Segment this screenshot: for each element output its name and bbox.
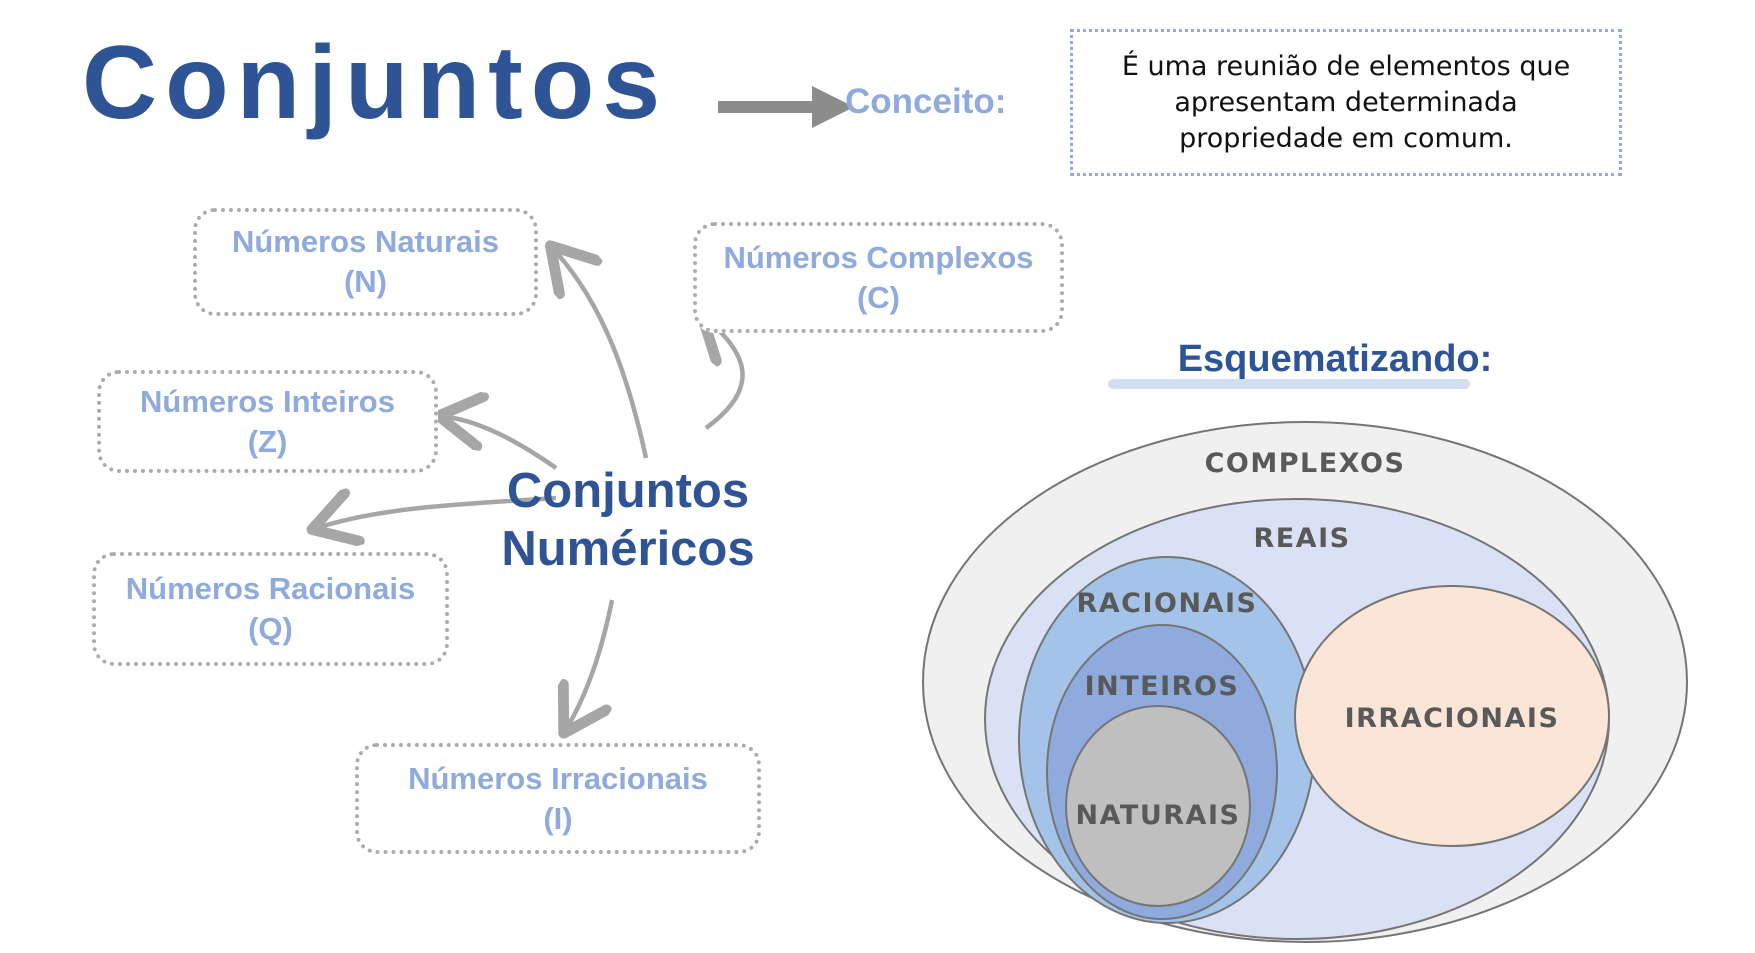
concept-line: apresentam determinada <box>1174 86 1518 118</box>
node-irracionais-label: Números Irracionais <box>408 760 708 796</box>
node-naturais: Números Naturais (N) <box>193 208 538 316</box>
node-racionais-label: Números Racionais <box>125 571 416 606</box>
set-label-inteiros: INTEIROS <box>1085 671 1240 702</box>
arrow-to-inteiros <box>447 417 558 470</box>
central-node-line1: Conjuntos <box>506 464 750 518</box>
node-racionais: Números Racionais (Q) <box>92 552 449 666</box>
node-inteiros-label: Números Inteiros <box>140 383 395 419</box>
node-irracionais: Números Irracionais (I) <box>355 743 761 854</box>
arrow-to-irracionais <box>568 599 615 726</box>
node-complexos-symbol: (C) <box>856 279 901 315</box>
title-arrow-icon <box>718 86 854 128</box>
page-title: Conjuntos <box>82 25 669 141</box>
schema-heading: Esquematizando: <box>1177 338 1493 380</box>
set-label-naturais: NATURAIS <box>1076 800 1241 831</box>
arrow-to-racionais <box>320 498 557 527</box>
node-naturais-label: Números Naturais <box>231 224 500 259</box>
node-racionais-symbol: (Q) <box>248 611 293 646</box>
central-node: Conjuntos Numéricos <box>450 462 806 578</box>
node-irracionais-symbol: (I) <box>543 800 573 836</box>
node-inteiros: Números Inteiros (Z) <box>97 370 438 473</box>
arrow-to-naturais <box>556 252 649 459</box>
set-label-complexos: COMPLEXOS <box>1205 448 1406 479</box>
node-complexos: Números Complexos (C) <box>693 222 1064 333</box>
set-irracionais <box>1294 585 1610 847</box>
set-label-racionais: RACIONAIS <box>1077 588 1258 619</box>
node-naturais-symbol: (N) <box>343 264 388 299</box>
set-naturais <box>1065 705 1251 907</box>
node-complexos-label: Números Complexos <box>723 239 1034 275</box>
concept-line: propriedade em comum. <box>1179 122 1513 154</box>
node-inteiros-symbol: (Z) <box>247 423 288 459</box>
concept-box: É uma reunião de elementos que apresenta… <box>1070 29 1622 176</box>
arrow-to-complexos <box>706 320 743 430</box>
set-label-irracionais: IRRACIONAIS <box>1345 703 1560 734</box>
heading-underline <box>1108 379 1470 389</box>
set-label-reais: REAIS <box>1253 523 1350 554</box>
central-node-line2: Numéricos <box>501 522 755 576</box>
concept-label: Conceito: <box>845 82 1007 121</box>
concept-line: É uma reunião de elementos que <box>1121 50 1571 82</box>
